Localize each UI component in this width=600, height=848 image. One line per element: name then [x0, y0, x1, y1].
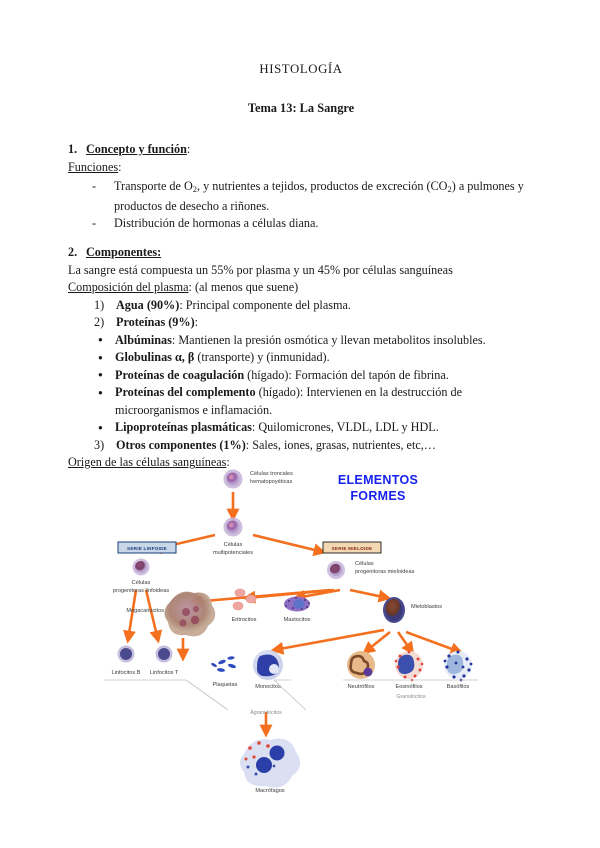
- node-platelet-label: Plaquetas: [213, 682, 238, 688]
- badge-serie-mieloide: SERIE MIELOIDE: [322, 541, 382, 554]
- node-eosinophil: Eosinófilos: [394, 650, 424, 690]
- node-neutrophil-label: Neutrófilos: [348, 684, 375, 690]
- node-stem-cell: Células troncales hematopoyéticas: [223, 469, 293, 489]
- plasma-composition-lead: Composición del plasma: (al menos que su…: [68, 280, 299, 295]
- badge-serie-mieloide-label: SERIE MIELOIDE: [332, 546, 373, 551]
- other-components-list: 3)Otros componentes (1%): Sales, iones, …: [68, 437, 534, 455]
- node-mast-cell-label: Mastocitos: [284, 617, 311, 623]
- node-myeloid-progenitor: Células progenitoras mieloideas: [327, 561, 415, 579]
- list-item: Globulinas α, β (transporte) y (inmunida…: [98, 349, 534, 367]
- node-eosinophil-label: Eosinófilos: [395, 684, 422, 690]
- node-platelet: Plaquetas: [211, 656, 238, 688]
- node-myeloblast-label: Mieloblastos: [411, 604, 442, 610]
- group-agranulocytes-label: Agranulocitos: [250, 710, 282, 716]
- list-item: Proteínas del complemento (hígado): Inte…: [98, 384, 534, 419]
- list-item: Distribución de hormonas a células diana…: [90, 215, 534, 233]
- node-erythrocyte-label: Eritrocitos: [232, 617, 257, 623]
- node-multipotent-label-2: multipotenciales: [213, 550, 253, 556]
- node-lymphoid-progenitor-label-2: progenitoras linfoideas: [113, 588, 169, 594]
- node-erythrocyte: Eritrocitos: [232, 588, 257, 623]
- plasma-components-list: 1)Agua (90%): Principal componente del p…: [68, 297, 534, 332]
- blood-composition-intro: La sangre está compuesta un 55% por plas…: [68, 262, 453, 277]
- node-monocyte: Monocitos: [253, 650, 283, 690]
- node-lymphocyte-b: Linfocitos B: [112, 645, 141, 676]
- list-item: 3)Otros componentes (1%): Sales, iones, …: [94, 437, 436, 452]
- node-multipotent-label-1: Células: [224, 542, 243, 548]
- list-item: Lipoproteínas plasmáticas: Quilomicrones…: [98, 419, 534, 437]
- figure-title-line2: FORMES: [350, 489, 405, 503]
- node-basophil-label: Basófilos: [447, 684, 470, 690]
- node-myeloid-progenitor-label-1: Células: [355, 561, 374, 567]
- list-item: Transporte de O2, y nutrientes a tejidos…: [90, 178, 534, 216]
- section-1-colon: :: [186, 142, 191, 156]
- flow-arrows: [123, 492, 464, 738]
- node-lymphocyte-b-label: Linfocitos B: [112, 670, 141, 676]
- page-subtitle: Tema 13: La Sangre: [247, 101, 355, 115]
- section-2-heading: 2. Componentes:: [68, 245, 534, 260]
- page-title: HISTOLOGÍA: [259, 62, 343, 76]
- section-1-title: Concepto y función: [86, 142, 187, 156]
- node-megakaryocyte-label: Megacariocitos: [126, 608, 164, 614]
- node-basophil: Basófilos: [443, 650, 473, 690]
- figure-caption-lead: Origen de las células sanguíneas:: [68, 455, 230, 470]
- functions-lead: Funciones:: [68, 160, 122, 174]
- section-2-title: Componentes:: [86, 244, 162, 259]
- protein-bullets-list: Albúminas: Mantienen la presión osmótica…: [68, 331, 534, 437]
- node-lymphocyte-t-label: Linfocitos T: [150, 670, 179, 676]
- section-2-number: 2.: [68, 244, 78, 259]
- node-macrophage-label: Macrófagos: [255, 788, 284, 794]
- node-stem-cell-label-2: hematopoyéticas: [250, 479, 292, 485]
- section-1-heading: 1. Concepto y función:: [68, 142, 534, 157]
- badge-serie-linfoide: SERIE LINFOIDE: [117, 541, 177, 554]
- section-1-number: 1.: [68, 142, 78, 156]
- figure-title-line1: ELEMENTOS: [338, 473, 418, 487]
- node-megakaryocyte: Megacariocitos: [126, 591, 216, 637]
- list-item: 2)Proteínas (9%):: [94, 315, 199, 330]
- node-mast-cell: Mastocitos: [284, 596, 311, 623]
- group-brackets: [104, 679, 478, 711]
- hematopoiesis-diagram: ELEMENTOS FORMES: [78, 462, 530, 802]
- node-myeloid-progenitor-label-2: progenitoras mieloideas: [355, 569, 415, 575]
- document-content: HISTOLOGÍA Tema 13: La Sangre 1. Concepto…: [68, 62, 534, 472]
- node-lymphoid-progenitor-label-1: Células: [132, 580, 151, 586]
- badge-serie-linfoide-label: SERIE LINFOIDE: [127, 546, 167, 551]
- node-myeloblast: Mieloblastos: [383, 597, 442, 623]
- node-lymphoid-progenitor: Células progenitoras linfoideas: [113, 558, 169, 594]
- functions-list: Transporte de O2, y nutrientes a tejidos…: [68, 178, 534, 233]
- list-item: 1)Agua (90%): Principal componente del p…: [94, 297, 351, 312]
- node-multipotent-cell: Células multipotenciales: [213, 517, 253, 556]
- group-granulocytes-label: Granulocitos: [396, 694, 426, 700]
- node-macrophage: Macrófagos: [240, 738, 301, 794]
- node-neutrophil: Neutrófilos: [347, 651, 375, 690]
- list-item: Albúminas: Mantienen la presión osmótica…: [98, 331, 534, 350]
- node-stem-cell-label-1: Células troncales: [250, 471, 293, 477]
- node-monocyte-label: Monocitos: [255, 684, 281, 690]
- node-lymphocyte-t: Linfocitos T: [150, 645, 179, 676]
- list-item: Proteínas de coagulación (hígado): Forma…: [98, 366, 534, 385]
